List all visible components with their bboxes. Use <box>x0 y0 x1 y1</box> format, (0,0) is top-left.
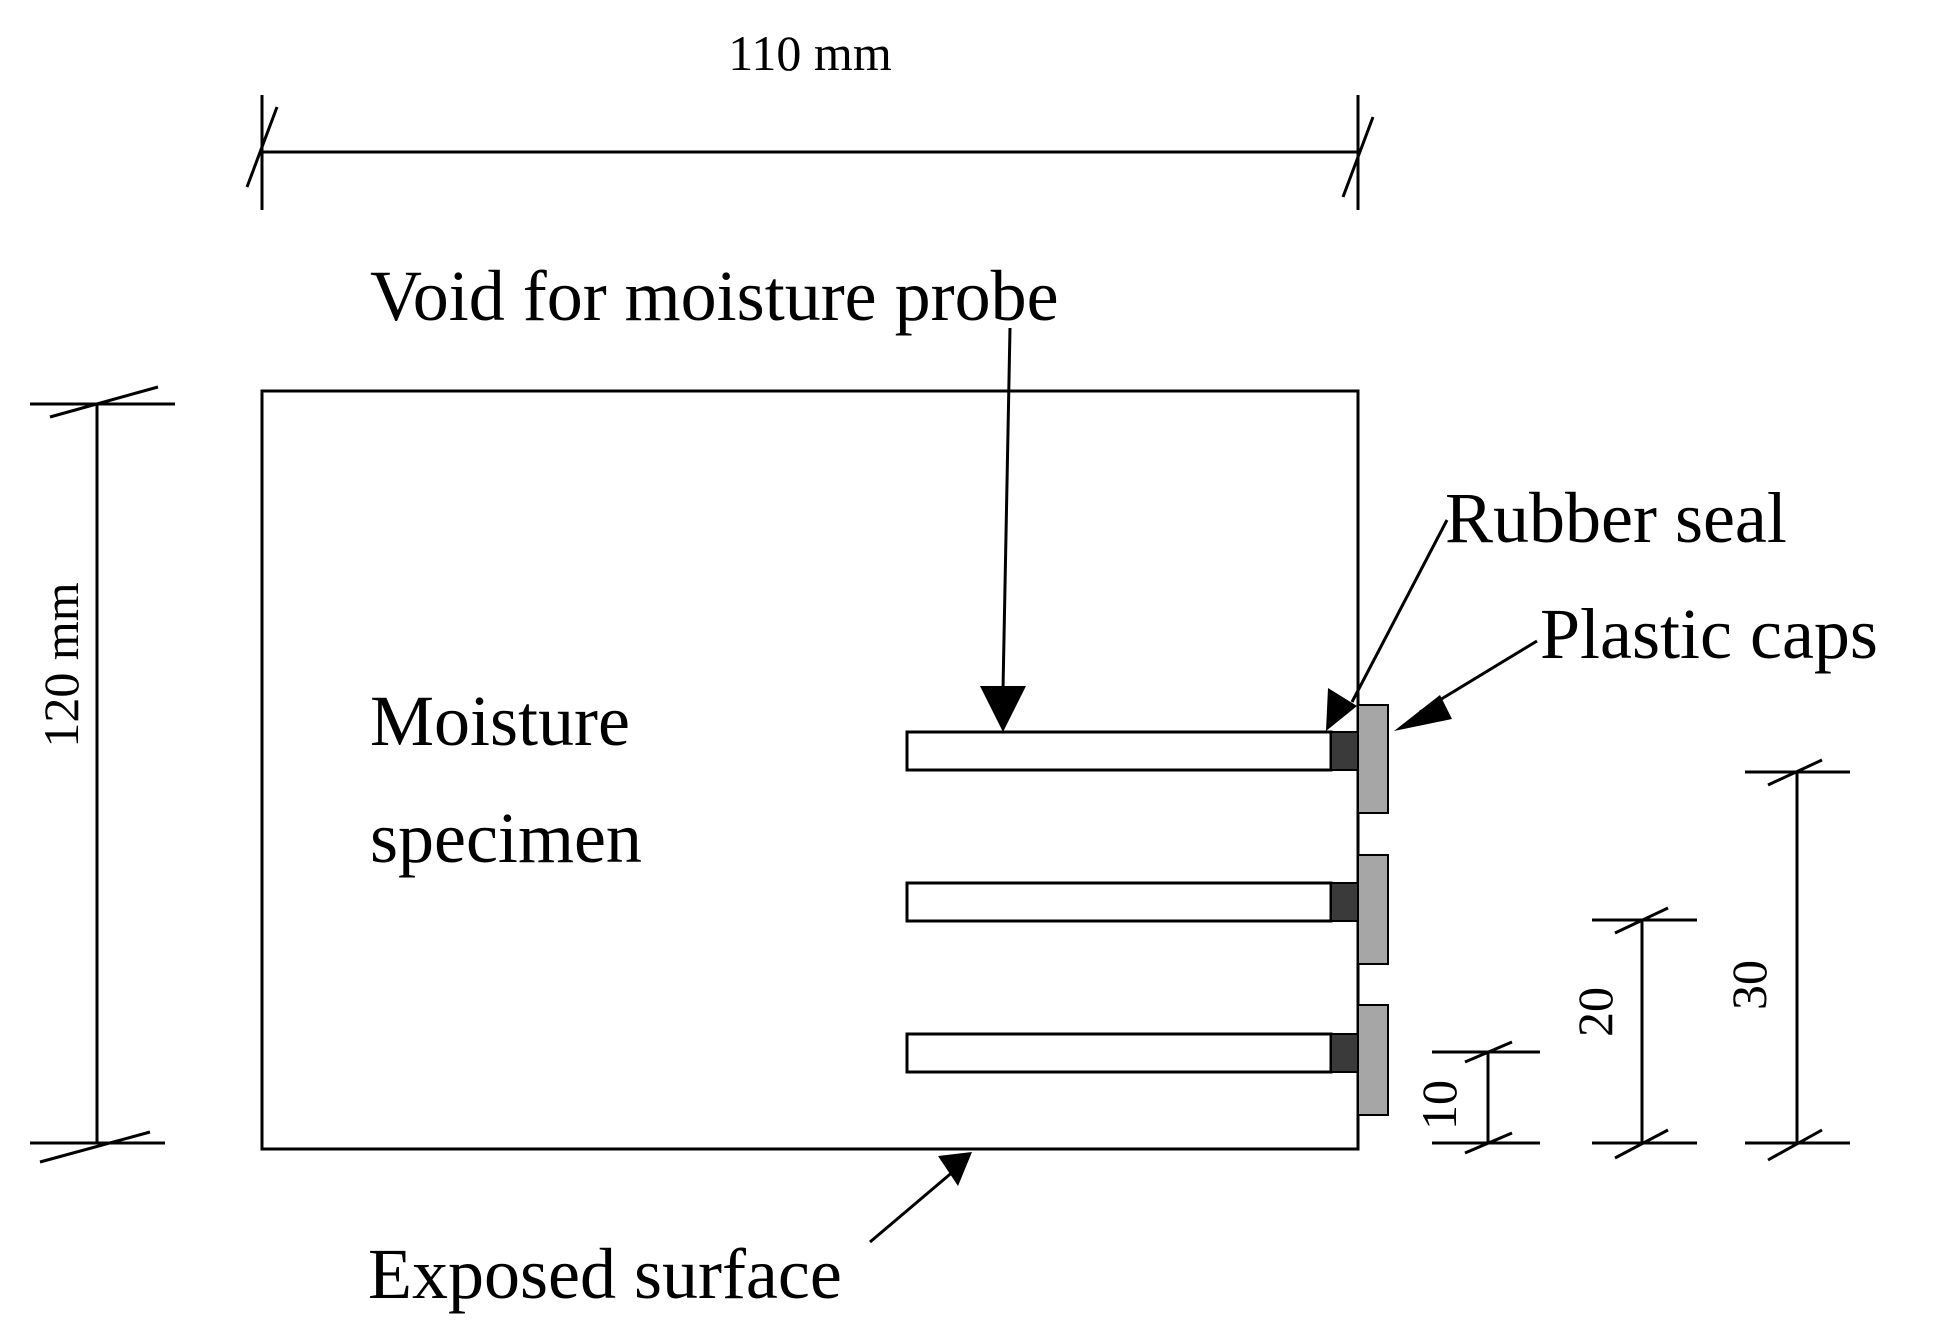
probe-void-top <box>905 730 1333 772</box>
depth-20-tick-top <box>1614 906 1669 935</box>
specimen-label-line1: Moisture <box>370 681 630 761</box>
void-arrow-head <box>980 686 1026 732</box>
depth-30-tick-bottom <box>1767 1128 1823 1162</box>
height-dimension-label: 120 mm <box>33 582 89 747</box>
probe-void-middle <box>905 881 1333 923</box>
rubber-seal-top <box>1330 731 1359 771</box>
height-dimension: 120 mm <box>30 385 175 1164</box>
width-dimension-label: 110 mm <box>728 25 892 81</box>
depth-30-tick-top <box>1767 758 1823 787</box>
depth-10-tick-top <box>1464 1040 1513 1064</box>
specimen-label-line2: specimen <box>370 798 642 878</box>
depth-20-label: 20 <box>1567 987 1623 1037</box>
height-tick-top <box>49 385 159 419</box>
plastic-cap-middle <box>1357 854 1389 965</box>
width-tick-left <box>245 106 279 188</box>
plastic-caps-arrow-head <box>1394 695 1452 731</box>
rubber-seal-arrow-head <box>1326 688 1357 731</box>
depth-dimension-20: 20 <box>1567 906 1697 1160</box>
exposed-surface-arrow-head <box>938 1152 972 1186</box>
height-tick-bottom <box>39 1130 151 1164</box>
plastic-cap-top <box>1357 704 1389 814</box>
rubber-seal-middle <box>1330 882 1359 922</box>
void-arrow-line <box>1001 327 1012 691</box>
depth-30-label: 30 <box>1721 960 1777 1010</box>
plastic-cap-bottom <box>1357 1004 1389 1116</box>
depth-20-tick-bottom <box>1614 1128 1669 1160</box>
rubber-seal-bottom <box>1330 1033 1359 1073</box>
depth-10-tick-bottom <box>1464 1131 1513 1155</box>
rubber-seal-label: Rubber seal <box>1445 478 1787 558</box>
void-label: Void for moisture probe <box>370 256 1059 336</box>
plastic-caps-label: Plastic caps <box>1540 594 1878 674</box>
probe-void-bottom <box>905 1032 1333 1074</box>
rubber-seal-arrow-line <box>1350 519 1449 703</box>
depth-dimension-30: 30 <box>1721 758 1850 1162</box>
depth-10-label: 10 <box>1411 1080 1467 1130</box>
exposed-surface-label: Exposed surface <box>368 1234 842 1314</box>
exposed-surface-arrow-line <box>869 1168 956 1244</box>
width-dimension: 110 mm <box>245 25 1375 210</box>
depth-dimension-10: 10 <box>1411 1040 1540 1155</box>
width-tick-right <box>1341 116 1375 198</box>
